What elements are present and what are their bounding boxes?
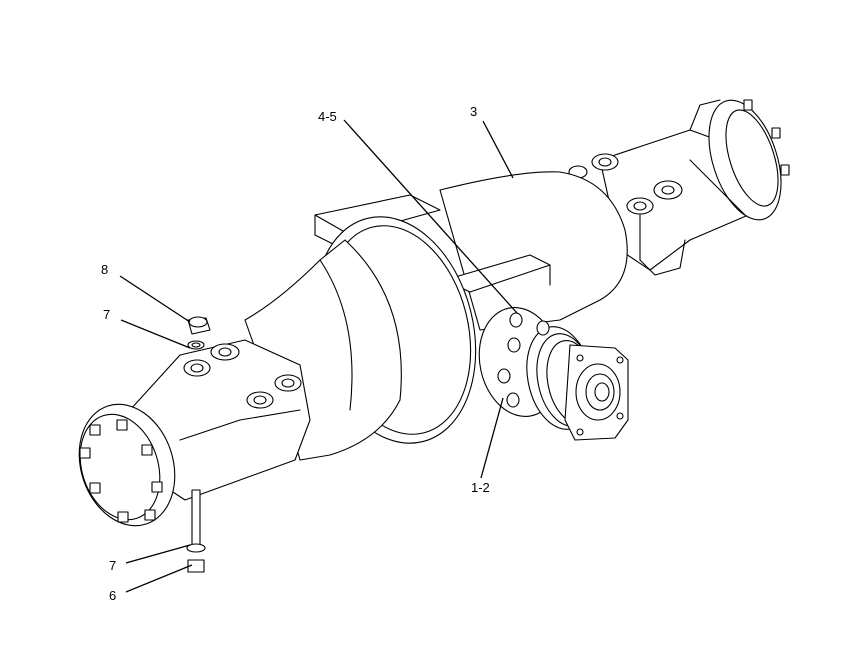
callout-3: 3 [470, 104, 477, 119]
left-axle-tube [78, 339, 311, 527]
callout-8: 8 [101, 262, 108, 277]
callout-7-upper: 7 [103, 307, 110, 322]
callout-1-2: 1-2 [471, 480, 490, 495]
right-axle-tube [568, 99, 790, 276]
callout-6: 6 [109, 588, 116, 603]
callout-7-lower: 7 [109, 558, 116, 573]
leader-lines [119, 119, 518, 593]
callout-4-5: 4-5 [318, 109, 337, 124]
callout-labels: 3 4-5 8 7 1-2 7 6 [101, 104, 490, 603]
drain-bolt-assembly [186, 489, 206, 573]
input-flange-assembly [478, 307, 629, 441]
nut-and-washer [187, 316, 211, 350]
